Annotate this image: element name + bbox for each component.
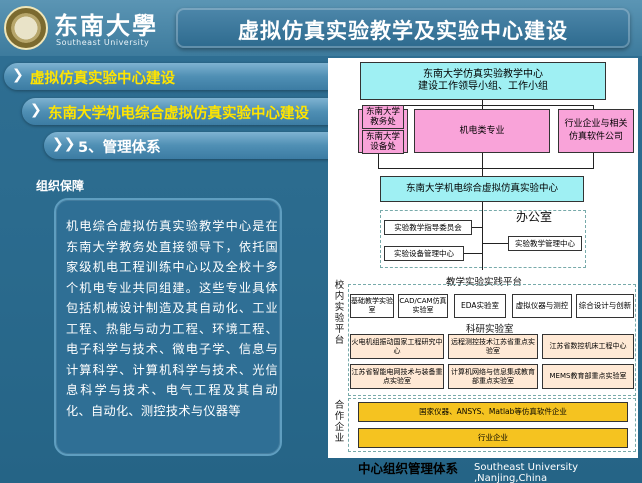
platform-item: 基础教学实验室 — [350, 294, 394, 318]
page-title: 虚拟仿真实验教学及实验中心建设 — [238, 19, 568, 43]
chevron-right-icon: ❯ — [30, 102, 42, 118]
research-item: MEMS教育部重点实验室 — [542, 364, 634, 389]
logo-subtitle: Southeast University — [56, 38, 150, 47]
chevron-right-icon: ❯ — [12, 67, 24, 83]
platform-item: EDA实验室 — [454, 294, 506, 318]
enterprise-label: 合作企业 — [334, 400, 345, 444]
connector — [482, 243, 508, 244]
double-chevron-right-icon: ❯❯ — [52, 136, 76, 152]
equipment-dept-box: 东南大学 设备处 — [362, 130, 404, 154]
university-seal-icon — [4, 6, 48, 50]
leadership-group-box: 东南大学仿真实验教学中心 建设工作领导小组、工作小组 — [360, 62, 606, 100]
platform-item: CAD/CAM仿真实验室 — [398, 294, 448, 318]
connector — [593, 105, 594, 109]
campus-label: 校内实验平台 — [334, 280, 345, 346]
industry-box: 行业企业与相关 仿真软件公司 — [558, 109, 634, 153]
research-item: 计算机网络与信息集成教育部重点实验室 — [448, 364, 538, 389]
connector — [464, 253, 483, 254]
connector — [593, 153, 594, 169]
org-chart: 东南大学仿真实验教学中心 建设工作领导小组、工作小组 东南大学 教务处 东南大学… — [328, 58, 638, 458]
connector — [482, 105, 483, 109]
breadcrumb-level-2[interactable]: ❯ 东南大学机电综合虚拟仿真实验中心建设 — [22, 98, 347, 125]
header-bar: 东南大學 Southeast University 虚拟仿真实验教学及实验中心建… — [0, 0, 642, 56]
logo-name: 东南大學 — [54, 11, 158, 40]
research-item: 远程测控技术江苏省重点实验室 — [448, 334, 538, 359]
platform-item: 综合设计与创新 — [576, 294, 634, 318]
enterprise-group — [348, 398, 636, 452]
breadcrumb-label: 东南大学机电综合虚拟仿真实验中心建设 — [48, 106, 309, 122]
intro-box: 机电综合虚拟仿真实验教学中心是在东南大学教务处直接领导下，依托国家级机电工程训练… — [54, 198, 282, 456]
breadcrumb-label: 5、管理体系 — [78, 140, 161, 156]
committee-box: 实验教学指导委员会 — [384, 220, 472, 235]
connector — [378, 105, 593, 106]
connector — [482, 100, 483, 106]
campus-platform-group — [348, 284, 636, 396]
academic-affairs-box: 东南大学 教务处 — [362, 105, 404, 129]
connector — [482, 202, 483, 212]
office-label: 办公室 — [516, 210, 553, 224]
research-item: 江苏省智能电网技术与装备重点实验室 — [350, 364, 444, 389]
breadcrumb-level-3[interactable]: ❯❯ 5、管理体系 — [44, 132, 332, 159]
intro-text: 机电综合虚拟仿真实验教学中心是在东南大学教务处直接领导下，依托国家级机电工程训练… — [66, 219, 278, 418]
connector — [378, 168, 594, 169]
title-box: 虚拟仿真实验教学及实验中心建设 — [176, 8, 630, 48]
enterprise-item: 国家仪器、ANSYS、Matlab等仿真软件企业 — [358, 402, 628, 422]
connector — [482, 168, 483, 176]
footer-subtitle: Southeast University ,Nanjing,China — [474, 462, 579, 483]
research-label: 科研实验室 — [466, 324, 514, 335]
enterprise-item: 行业企业 — [358, 428, 628, 448]
majors-box: 机电类专业 — [414, 109, 550, 153]
connector — [482, 153, 483, 169]
connector — [378, 154, 379, 169]
section-label: 组织保障 — [36, 179, 85, 193]
connector — [472, 227, 483, 228]
breadcrumb-label: 虚拟仿真实验中心建设 — [30, 71, 175, 87]
breadcrumb-level-1[interactable]: ❯ 虚拟仿真实验中心建设 — [4, 63, 329, 90]
platform-item: 虚拟仪器与测控 — [512, 294, 572, 318]
connector — [482, 210, 483, 270]
diagram-caption: 中心组织管理体系 — [358, 461, 459, 476]
office-group — [380, 210, 586, 268]
platform-label: 教学实验实践平台 — [446, 277, 523, 288]
research-item: 江苏省数控机床工程中心 — [542, 334, 634, 359]
teaching-management-box: 实验教学管理中心 — [508, 236, 582, 251]
simulation-center-box: 东南大学机电综合虚拟仿真实验中心 — [380, 176, 584, 202]
research-item: 火电机组振动国家工程研究中心 — [350, 334, 444, 359]
equipment-management-box: 实验设备管理中心 — [384, 246, 464, 261]
